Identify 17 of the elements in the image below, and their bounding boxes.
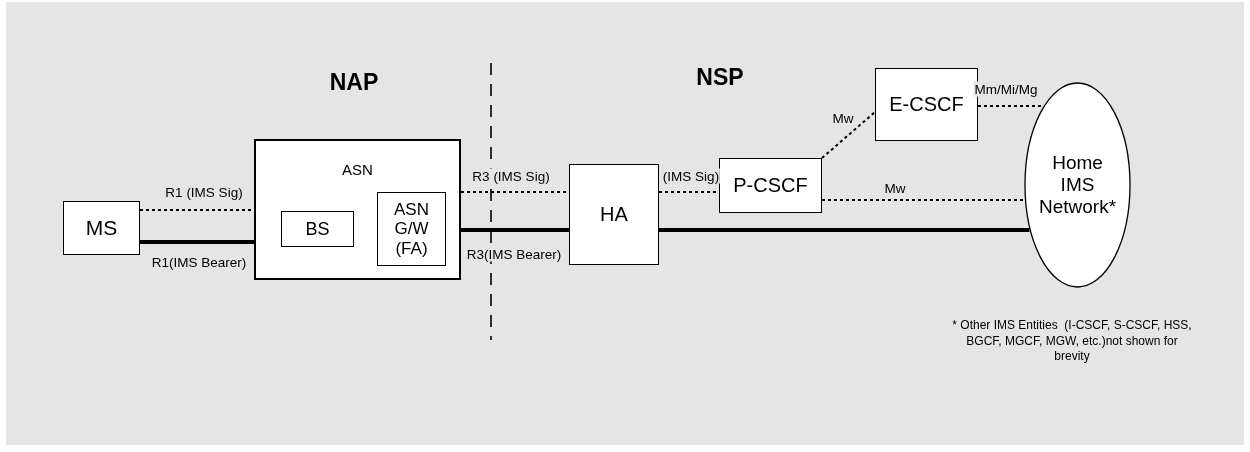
signaling-line xyxy=(821,111,876,159)
entity-box: BS xyxy=(281,211,354,247)
region-title: NSP xyxy=(696,63,744,91)
entity-box: HA xyxy=(569,164,659,265)
edge-label: Mm/Mi/Mg xyxy=(973,81,1039,97)
edge-label: (IMS Sig) xyxy=(661,168,721,184)
bearer-line xyxy=(461,228,569,232)
bearer-line xyxy=(140,240,254,244)
footnote: * Other IMS Entities (I-CSCF, S-CSCF, HSS, BGCF, MGCF, MGW, etc.)not shown for brevity xyxy=(952,318,1192,365)
edge-label: R3 (IMS Sig) xyxy=(471,168,551,184)
region-title: NAP xyxy=(329,68,379,96)
signaling-line xyxy=(821,199,1026,201)
bearer-line xyxy=(659,228,1030,232)
entity-box: ASN G/W (FA) xyxy=(377,192,446,266)
network-box: ASN BS ASN G/W (FA) xyxy=(254,139,461,280)
entity-box: P-CSCF xyxy=(719,158,822,213)
entity-box: MS xyxy=(63,201,140,255)
